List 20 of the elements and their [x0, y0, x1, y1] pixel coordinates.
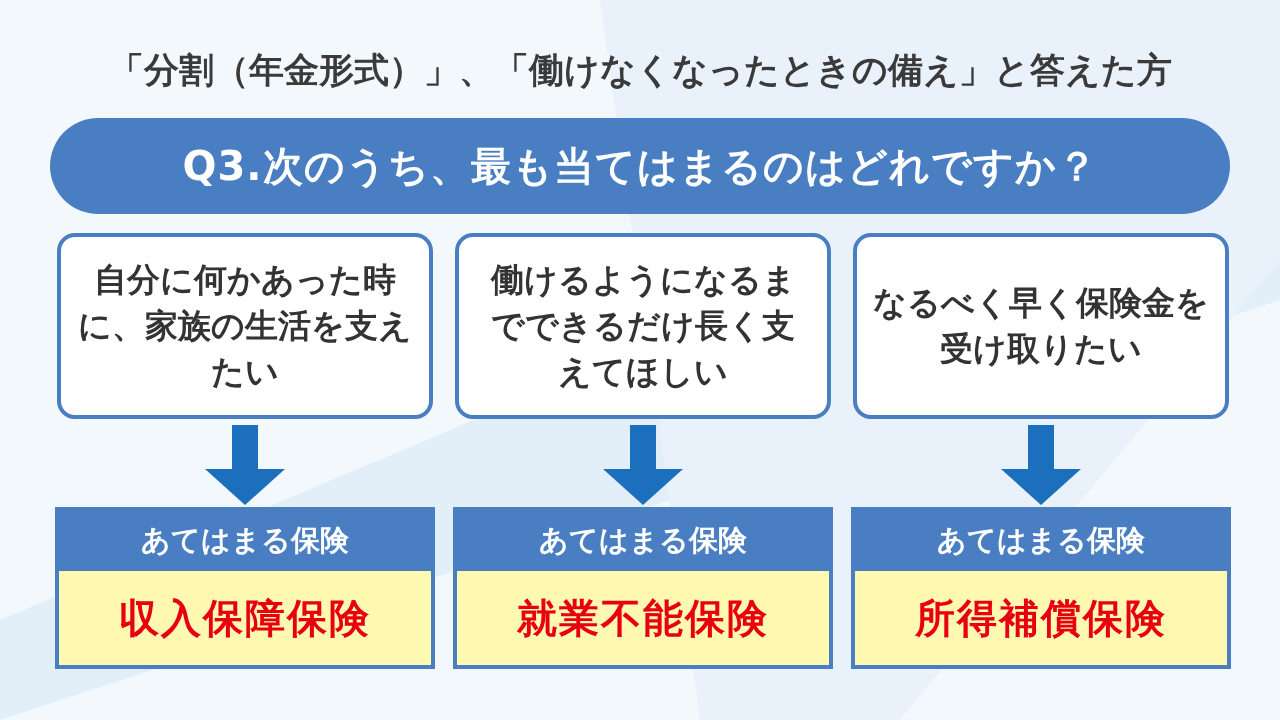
down-arrow: [1001, 425, 1081, 505]
insurance-card: [851, 507, 1231, 669]
card-header: あてはまる保険: [59, 511, 431, 571]
answer-box: [853, 233, 1229, 419]
insurance-name: 就業不能保険: [516, 594, 770, 643]
answer-box: [57, 233, 433, 419]
answer-text: 働けるようになるまでできるだけ長く支えてほしい: [489, 258, 797, 394]
answer-text: なるべく早く保険金を受け取りたい: [873, 281, 1209, 370]
insurance-card: [453, 507, 833, 669]
insurance-name: 収入保障保険: [118, 594, 372, 643]
question-text: Q3.次のうち、最も当てはまるのはどれですか？: [182, 142, 1098, 191]
insurance-card: [55, 507, 435, 669]
answer-text: 自分に何かあった時に、家族の生活を支えたい: [77, 258, 413, 394]
down-arrow: [603, 425, 683, 505]
down-arrow: [205, 425, 285, 505]
answer-box: [455, 233, 831, 419]
card-header: あてはまる保険: [457, 511, 829, 571]
title: 「分割（年金形式）」、「働けなくなったときの備え」と答えた方: [107, 49, 1173, 92]
insurance-name: 所得補償保険: [914, 594, 1168, 643]
card-header: あてはまる保険: [855, 511, 1227, 571]
